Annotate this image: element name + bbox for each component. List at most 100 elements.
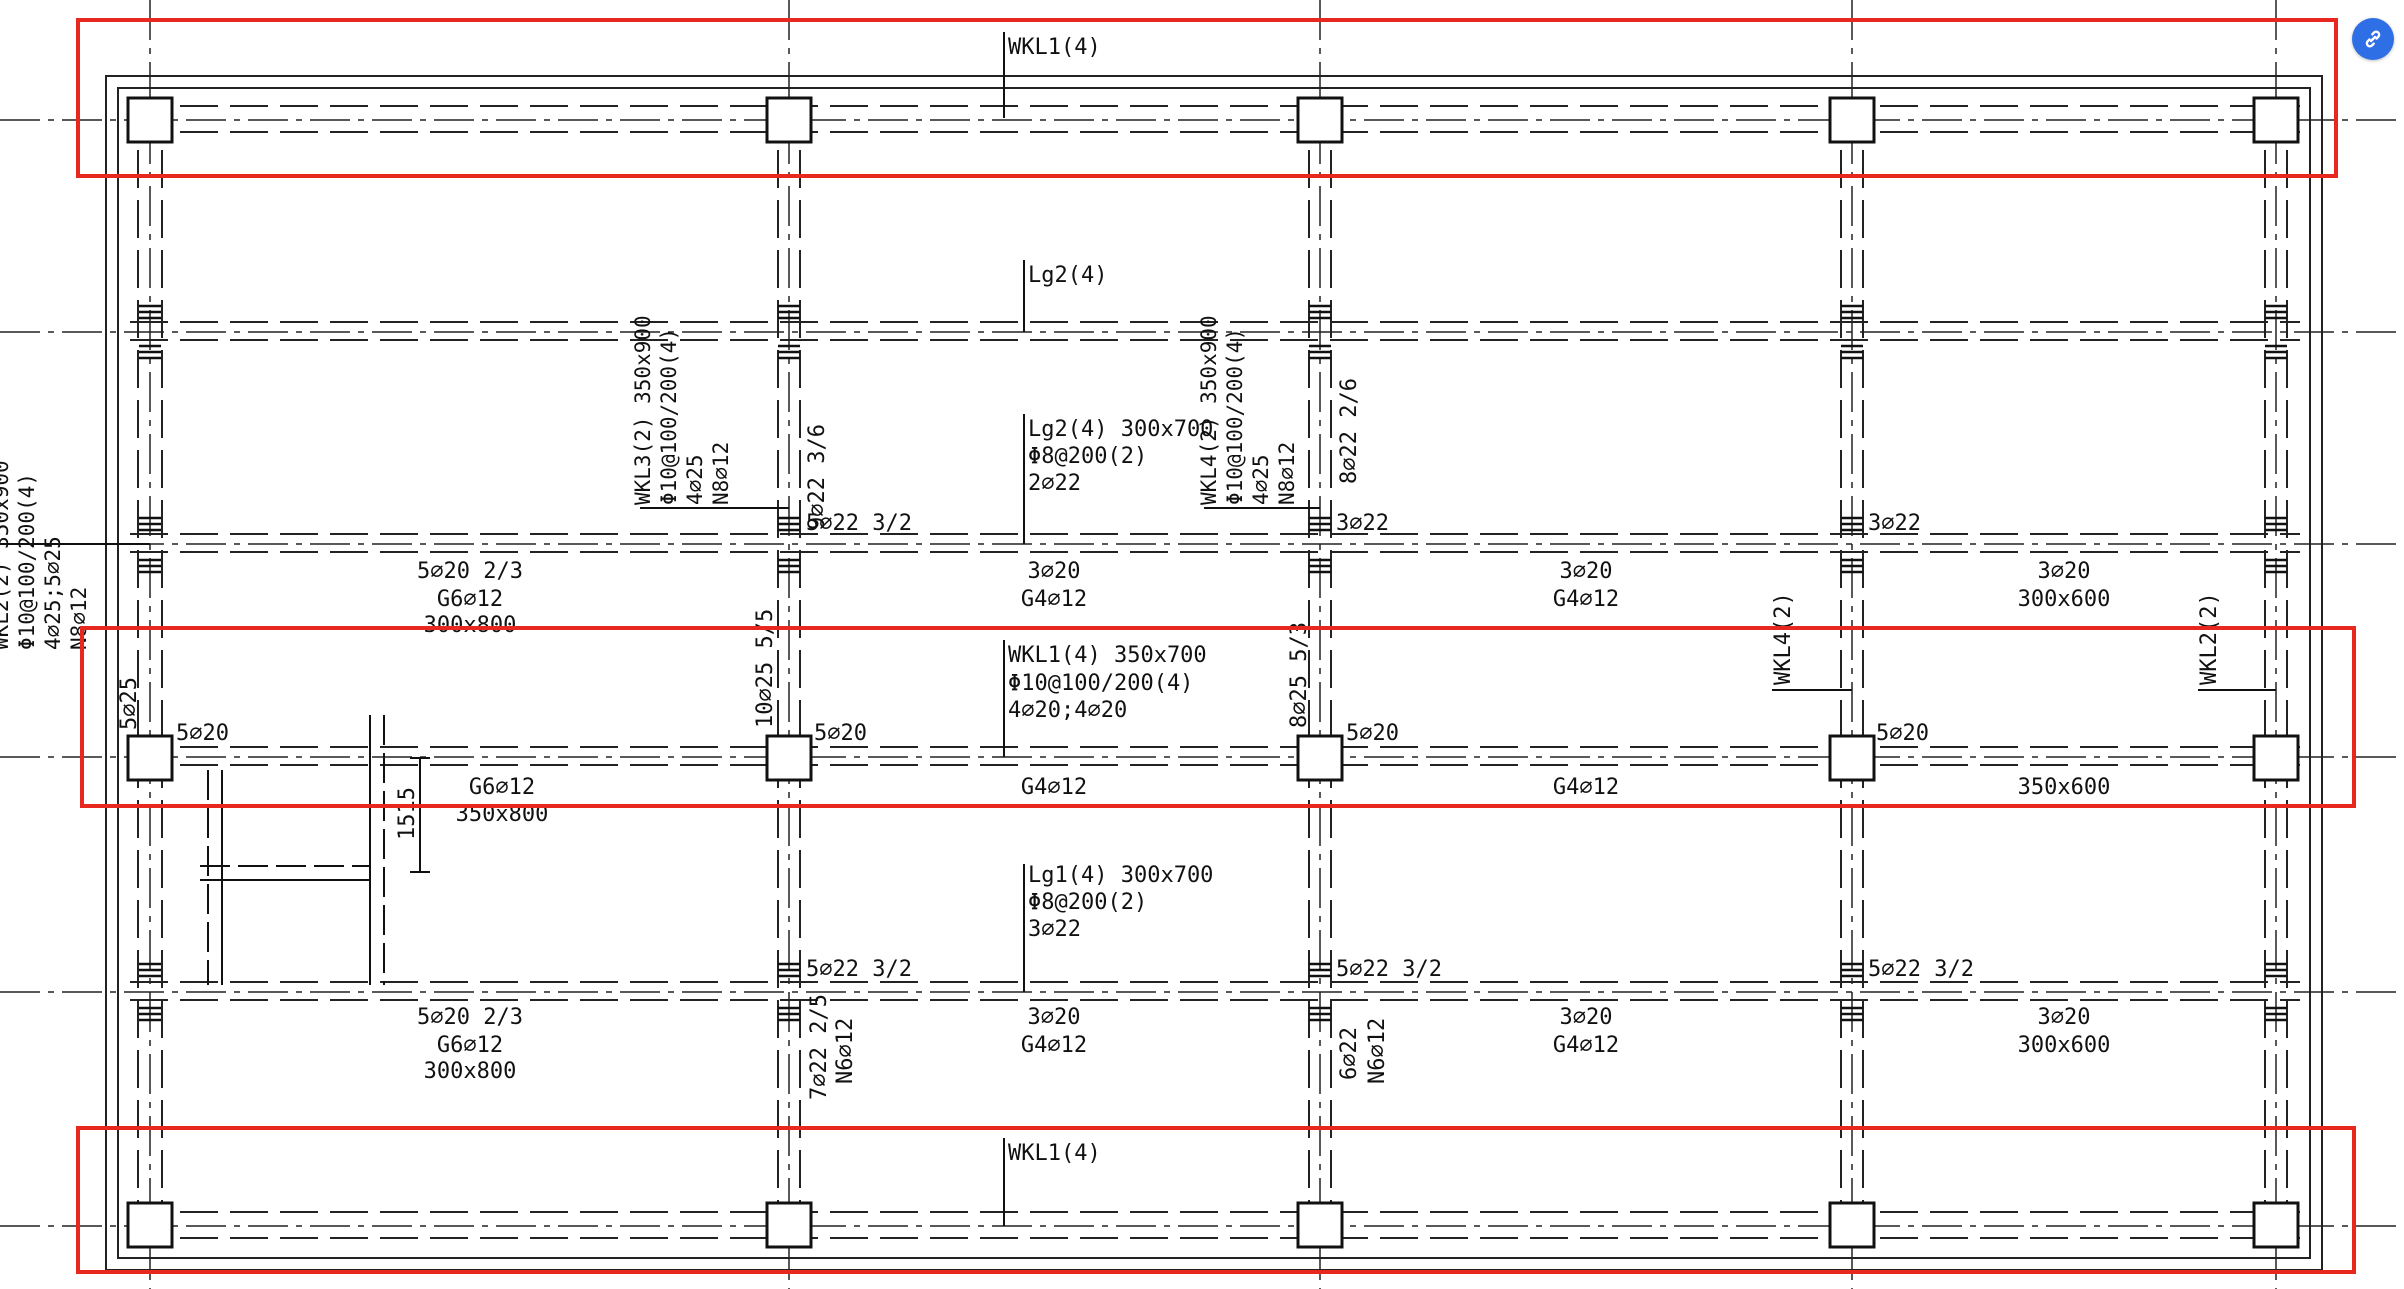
c2-mid-horiz-note: 5⌀20	[814, 721, 867, 746]
bay1-lower-note: 5⌀20 2/3 G6⌀12 300x800	[417, 1005, 523, 1084]
c2-lower-horiz-note: 5⌀22 3/2	[806, 957, 912, 982]
c4-upper-horiz-note: 3⌀22	[1868, 511, 1921, 536]
wkl2-right-label: WKL2(2)	[2197, 592, 2222, 685]
c4-mid-horiz-note: 5⌀20	[1876, 721, 1929, 746]
bay2-lower-note: 3⌀20 G4⌀12	[1021, 1005, 1087, 1058]
c4-lower-horiz-note: 5⌀22 3/2	[1868, 957, 1974, 982]
lg2-detail-line3: 2⌀22	[1028, 471, 1081, 496]
c3-lower-horiz-note: 5⌀22 3/2	[1336, 957, 1442, 982]
wkl3-line1: WKL3(2) 350x900	[631, 315, 655, 505]
bay1-mid-note: G6⌀12 350x800	[456, 775, 549, 827]
bay3-upper-note: 3⌀20 G4⌀12	[1553, 559, 1619, 612]
wkl2-left-line3: 4⌀25;5⌀25	[41, 536, 65, 650]
bay4-mid-note: 350x600	[2018, 775, 2111, 800]
bay2-mid-note: G4⌀12	[1021, 775, 1087, 800]
wkl3-line2: Φ10@100/200(4)	[657, 328, 681, 505]
c3-upper-horiz-note: 3⌀22	[1336, 511, 1389, 536]
opening-detail	[200, 715, 430, 985]
leader-lines	[0, 32, 2276, 1226]
link-tool-button[interactable]	[2352, 18, 2394, 60]
c1-mid-horiz-note: 5⌀20	[176, 721, 229, 746]
bay4-lower-line1: 3⌀20	[2038, 1005, 2091, 1030]
highlight-box-bottom	[76, 1126, 2356, 1274]
bay1-lower-line1: 5⌀20 2/3	[417, 1005, 523, 1030]
bay2-lower-line2: G4⌀12	[1021, 1033, 1087, 1058]
vertical-beams	[137, 100, 2288, 1250]
bay4-lower-note: 3⌀20 300x600	[2018, 1005, 2111, 1058]
bay1-lower-line2: G6⌀12	[437, 1033, 503, 1058]
lg1-detail-line3: 3⌀22	[1028, 917, 1081, 942]
c1-mid-vert-note: 5⌀25	[117, 677, 142, 730]
wkl4-right-label: WKL4(2)	[1771, 592, 1796, 685]
c2-upper-horiz-note: 5⌀22 3/2	[806, 511, 912, 536]
bay2-upper-line1: 3⌀20	[1028, 559, 1081, 584]
wkl1-mid-label: WKL1(4) 350x700 Φ10@100/200(4) 4⌀20;4⌀20	[1008, 643, 1207, 723]
horizontal-beams	[130, 105, 2300, 1239]
bay3-lower-line1: 3⌀20	[1560, 1005, 1613, 1030]
c2-lower-vert-note: 7⌀22 2/5 N6⌀12	[807, 994, 858, 1100]
dimension-1515: 1515	[395, 787, 420, 840]
c2-lower-vert-line1: 7⌀22 2/5	[807, 994, 832, 1100]
highlight-box-middle	[80, 626, 2356, 808]
bay1-upper-line1: 5⌀20 2/3	[417, 559, 523, 584]
c3-mid-horiz-note: 5⌀20	[1346, 721, 1399, 746]
wkl4-line2: Φ10@100/200(4)	[1223, 328, 1247, 505]
c2-upper-vert-note: 9⌀22 3/6	[805, 424, 830, 530]
lg2-detail-line2: Φ8@200(2)	[1028, 444, 1147, 469]
wkl1-top-label: WKL1(4)	[1008, 35, 1101, 60]
annotations: WKL1(4) Lg2(4) Lg2(4) 300x700 Φ8@200(2) …	[0, 35, 2222, 1166]
wkl1-mid-line2: Φ10@100/200(4)	[1008, 671, 1193, 696]
bay3-upper-line1: 3⌀20	[1560, 559, 1613, 584]
wkl2-left-line2: Φ10@100/200(4)	[15, 473, 39, 650]
wkl3-line4: N8⌀12	[709, 442, 733, 505]
wkl2-left-label: WKL2(2) 350x900 Φ10@100/200(4) 4⌀25;5⌀25…	[0, 460, 91, 650]
lg1-detail-label: Lg1(4) 300x700 Φ8@200(2) 3⌀22	[1028, 863, 1213, 942]
wkl4-label: WKL4(2) 350x900 Φ10@100/200(4) 4⌀25 N8⌀1…	[1197, 315, 1299, 505]
c3-lower-vert-line1: 6⌀22	[1337, 1027, 1362, 1080]
wkl3-label: WKL3(2) 350x900 Φ10@100/200(4) 4⌀25 N8⌀1…	[631, 315, 733, 505]
wkl4-line4: N8⌀12	[1275, 442, 1299, 505]
lg2-detail-label: Lg2(4) 300x700 Φ8@200(2) 2⌀22	[1028, 417, 1213, 496]
wkl4-line3: 4⌀25	[1249, 454, 1273, 505]
wkl2-left-line4: N8⌀12	[67, 587, 91, 650]
wkl1-mid-line3: 4⌀20;4⌀20	[1008, 698, 1127, 723]
bay2-upper-line2: G4⌀12	[1021, 587, 1087, 612]
bay4-upper-line2: 300x600	[2018, 587, 2111, 612]
c2-lower-vert-line2: N6⌀12	[833, 1018, 858, 1084]
bay4-upper-note: 3⌀20 300x600	[2018, 559, 2111, 612]
slab-outline	[105, 75, 2323, 1271]
bay3-lower-line2: G4⌀12	[1553, 1033, 1619, 1058]
columns	[126, 96, 2300, 1249]
bay1-mid-line1: G6⌀12	[469, 775, 535, 800]
bay2-lower-line1: 3⌀20	[1028, 1005, 1081, 1030]
bay1-upper-line2: G6⌀12	[437, 587, 503, 612]
bay1-lower-line3: 300x800	[424, 1059, 517, 1084]
lg1-detail-line1: Lg1(4) 300x700	[1028, 863, 1213, 888]
wkl4-line1: WKL4(2) 350x900	[1197, 315, 1221, 505]
wkl3-line3: 4⌀25	[683, 454, 707, 505]
c3-lower-vert-note: 6⌀22 N6⌀12	[1337, 1018, 1390, 1084]
c3-lower-vert-line2: N6⌀12	[1365, 1018, 1390, 1084]
bay4-lower-line2: 300x600	[2018, 1033, 2111, 1058]
bay3-mid-note: G4⌀12	[1553, 775, 1619, 800]
wkl1-mid-line1: WKL1(4) 350x700	[1008, 643, 1207, 668]
lg1-detail-line2: Φ8@200(2)	[1028, 890, 1147, 915]
link-icon	[2365, 30, 2381, 48]
bay3-lower-note: 3⌀20 G4⌀12	[1553, 1005, 1619, 1058]
c3-upper-vert-note: 8⌀22 2/6	[1337, 378, 1362, 484]
bay1-upper-line3: 300x800	[424, 613, 517, 638]
lg2-detail-line1: Lg2(4) 300x700	[1028, 417, 1213, 442]
bay2-upper-note: 3⌀20 G4⌀12	[1021, 559, 1087, 612]
bay3-upper-line2: G4⌀12	[1553, 587, 1619, 612]
highlight-box-top	[76, 18, 2338, 178]
c3-mid-vert-note: 8⌀25 5/3	[1287, 622, 1312, 728]
lg2-short-label: Lg2(4)	[1028, 263, 1107, 288]
bay4-upper-line1: 3⌀20	[2038, 559, 2091, 584]
wkl1-bottom-label: WKL1(4)	[1008, 1141, 1101, 1166]
highlight-boxes	[76, 18, 2356, 1274]
bay1-upper-note: 5⌀20 2/3 G6⌀12 300x800	[417, 559, 523, 638]
beam-crossings	[139, 304, 2287, 1022]
